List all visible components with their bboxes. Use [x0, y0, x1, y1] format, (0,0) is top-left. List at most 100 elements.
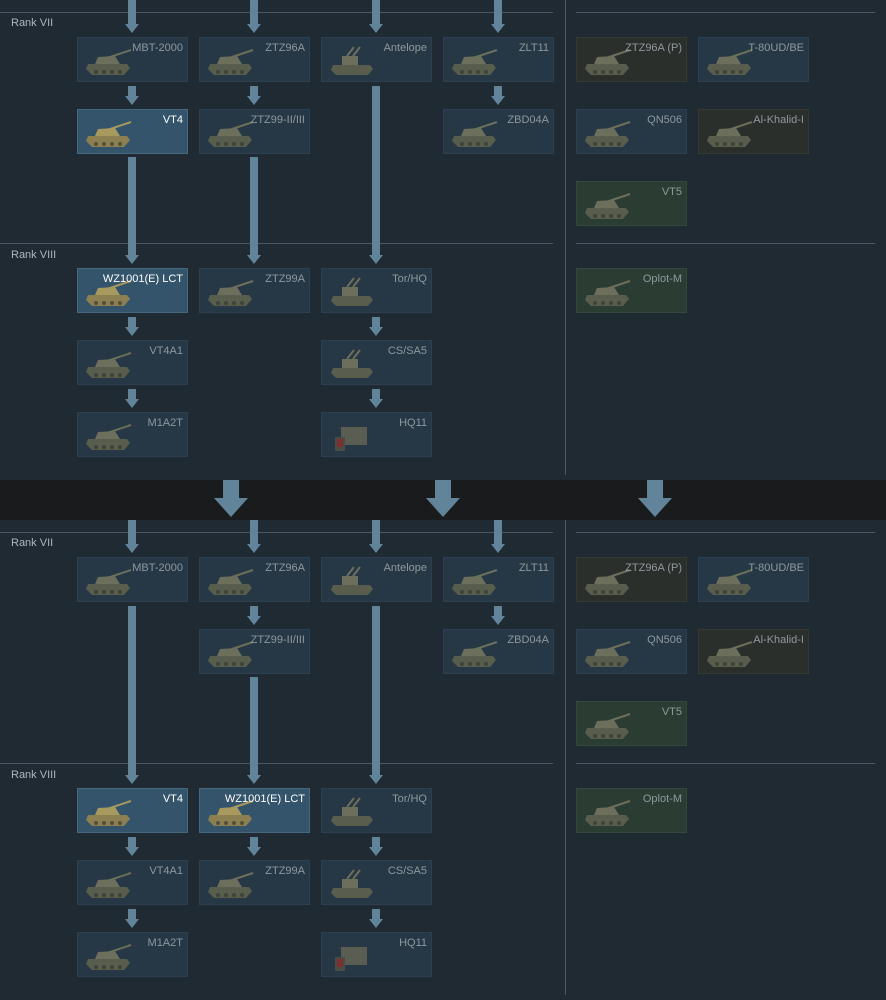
- vehicle-name: T-80UD/BE: [748, 42, 804, 54]
- vehicle-card-ztz96a[interactable]: ZTZ96A: [199, 37, 310, 82]
- sam-icon: [327, 941, 377, 973]
- vehicle-card-t-80ud-be[interactable]: T-80UD/BE: [698, 557, 809, 602]
- vehicle-name: T-80UD/BE: [748, 562, 804, 574]
- rank-label: Rank VIII: [11, 769, 57, 781]
- vehicle-card-al-khalid-i[interactable]: Al-Khalid-I: [698, 109, 809, 154]
- vehicle-card-wz1001e-lct[interactable]: WZ1001(E) LCT: [199, 788, 310, 833]
- vehicle-card-vt4[interactable]: VT4: [77, 788, 188, 833]
- vehicle-card-antelope[interactable]: Antelope: [321, 557, 432, 602]
- vehicle-name: CS/SA5: [387, 865, 427, 877]
- vehicle-card-zlt11[interactable]: ZLT11: [443, 37, 554, 82]
- vehicle-name: WZ1001(E) LCT: [102, 273, 183, 285]
- vehicle-card-oplot-m[interactable]: Oplot-M: [576, 268, 687, 313]
- ifv-icon: [449, 118, 499, 150]
- wheeled-tank-icon: [449, 566, 499, 598]
- vehicle-card-ztz99-ii-iii[interactable]: ZTZ99-II/III: [199, 629, 310, 674]
- vehicle-name: VT4A1: [149, 865, 183, 877]
- vehicle-card-zlt11[interactable]: ZLT11: [443, 557, 554, 602]
- ifv-icon: [449, 638, 499, 670]
- vehicle-card-vt5[interactable]: VT5: [576, 701, 687, 746]
- tank-icon: [83, 421, 133, 453]
- rank-divider: [0, 763, 553, 764]
- vehicle-name: ZLT11: [518, 562, 549, 574]
- vehicle-card-mbt-2000[interactable]: MBT-2000: [77, 557, 188, 602]
- rank-label: Rank VII: [11, 537, 54, 549]
- spaa-group-icon: [327, 797, 377, 829]
- tank-icon: [704, 118, 754, 150]
- column-separator: [565, 0, 566, 475]
- vehicle-card-zbd04a[interactable]: ZBD04A: [443, 629, 554, 674]
- vehicle-name: ZTZ96A (P): [625, 562, 682, 574]
- vehicle-card-ztz99a[interactable]: ZTZ99A: [199, 268, 310, 313]
- down-arrow-icon: [426, 480, 460, 517]
- spaa-icon: [327, 566, 377, 598]
- vehicle-name: ZBD04A: [507, 114, 549, 126]
- vehicle-name: ZBD04A: [507, 634, 549, 646]
- tank-icon: [704, 638, 754, 670]
- vehicle-name: Oplot-M: [642, 273, 682, 285]
- rank-divider: [576, 243, 875, 244]
- vehicle-card-t-80ud-be[interactable]: T-80UD/BE: [698, 37, 809, 82]
- vehicle-card-ztz96a-p[interactable]: ZTZ96A (P): [576, 557, 687, 602]
- vehicle-card-antelope[interactable]: Antelope: [321, 37, 432, 82]
- vehicle-name: MBT-2000: [132, 42, 183, 54]
- vehicle-card-ztz99a[interactable]: ZTZ99A: [199, 860, 310, 905]
- tank-icon: [83, 797, 133, 829]
- vehicle-card-ztz96a[interactable]: ZTZ96A: [199, 557, 310, 602]
- wheeled-tank-icon: [449, 46, 499, 78]
- vehicle-name: Tor/HQ: [392, 273, 427, 285]
- column-separator: [565, 520, 566, 995]
- vehicle-card-tor-hq[interactable]: Tor/HQ: [321, 268, 432, 313]
- vehicle-name: HQ11: [399, 937, 427, 949]
- vehicle-card-al-khalid-i[interactable]: Al-Khalid-I: [698, 629, 809, 674]
- vehicle-card-tor-hq[interactable]: Tor/HQ: [321, 788, 432, 833]
- vehicle-card-cs-sa5[interactable]: CS/SA5: [321, 860, 432, 905]
- rank-divider: [576, 763, 875, 764]
- vehicle-card-vt4a1[interactable]: VT4A1: [77, 340, 188, 385]
- vehicle-name: MBT-2000: [132, 562, 183, 574]
- tech-tree-before: Rank VII Rank VIII MBT-2000 ZTZ96A Antel…: [0, 0, 886, 480]
- tank-icon: [704, 566, 754, 598]
- vehicle-card-mbt-2000[interactable]: MBT-2000: [77, 37, 188, 82]
- vehicle-card-ztz99-ii-iii[interactable]: ZTZ99-II/III: [199, 109, 310, 154]
- vehicle-name: ZTZ99-II/III: [250, 114, 305, 126]
- rank-label: Rank VII: [11, 17, 54, 29]
- vehicle-card-hq11[interactable]: HQ11: [321, 932, 432, 977]
- tank-icon: [83, 118, 133, 150]
- vehicle-card-cs-sa5[interactable]: CS/SA5: [321, 340, 432, 385]
- vehicle-card-qn506[interactable]: QN506: [576, 109, 687, 154]
- tank-icon: [83, 869, 133, 901]
- vehicle-name: VT4: [162, 114, 183, 126]
- down-arrow-icon: [638, 480, 672, 517]
- tank-icon: [704, 46, 754, 78]
- vehicle-name: QN506: [647, 114, 682, 126]
- vehicle-card-ztz96a-p[interactable]: ZTZ96A (P): [576, 37, 687, 82]
- vehicle-name: Al-Khalid-I: [753, 634, 804, 646]
- rank-divider: [0, 532, 553, 533]
- vehicle-name: Tor/HQ: [392, 793, 427, 805]
- vehicle-card-zbd04a[interactable]: ZBD04A: [443, 109, 554, 154]
- vehicle-name: Antelope: [383, 42, 427, 54]
- vehicle-card-hq11[interactable]: HQ11: [321, 412, 432, 457]
- vehicle-card-vt4a1[interactable]: VT4A1: [77, 860, 188, 905]
- vehicle-name: ZTZ96A: [265, 562, 305, 574]
- vehicle-card-vt5[interactable]: VT5: [576, 181, 687, 226]
- spaa-icon: [327, 46, 377, 78]
- down-arrow-icon: [214, 480, 248, 517]
- tank-group-icon: [205, 118, 255, 150]
- vehicle-name: Oplot-M: [642, 793, 682, 805]
- vehicle-card-qn506[interactable]: QN506: [576, 629, 687, 674]
- spaa-icon: [327, 349, 377, 381]
- vehicle-name: QN506: [647, 634, 682, 646]
- tank-icon: [205, 869, 255, 901]
- tank-icon: [83, 46, 133, 78]
- vehicle-name: VT4A1: [149, 345, 183, 357]
- vehicle-card-wz1001e-lct[interactable]: WZ1001(E) LCT: [77, 268, 188, 313]
- vehicle-card-m1a2t[interactable]: M1A2T: [77, 412, 188, 457]
- vehicle-card-m1a2t[interactable]: M1A2T: [77, 932, 188, 977]
- spaa-icon: [327, 869, 377, 901]
- tank-icon: [582, 797, 632, 829]
- vehicle-card-oplot-m[interactable]: Oplot-M: [576, 788, 687, 833]
- vehicle-card-vt4[interactable]: VT4: [77, 109, 188, 154]
- tech-tree-after: Rank VII Rank VIII MBT-2000 ZTZ96A Antel…: [0, 520, 886, 1000]
